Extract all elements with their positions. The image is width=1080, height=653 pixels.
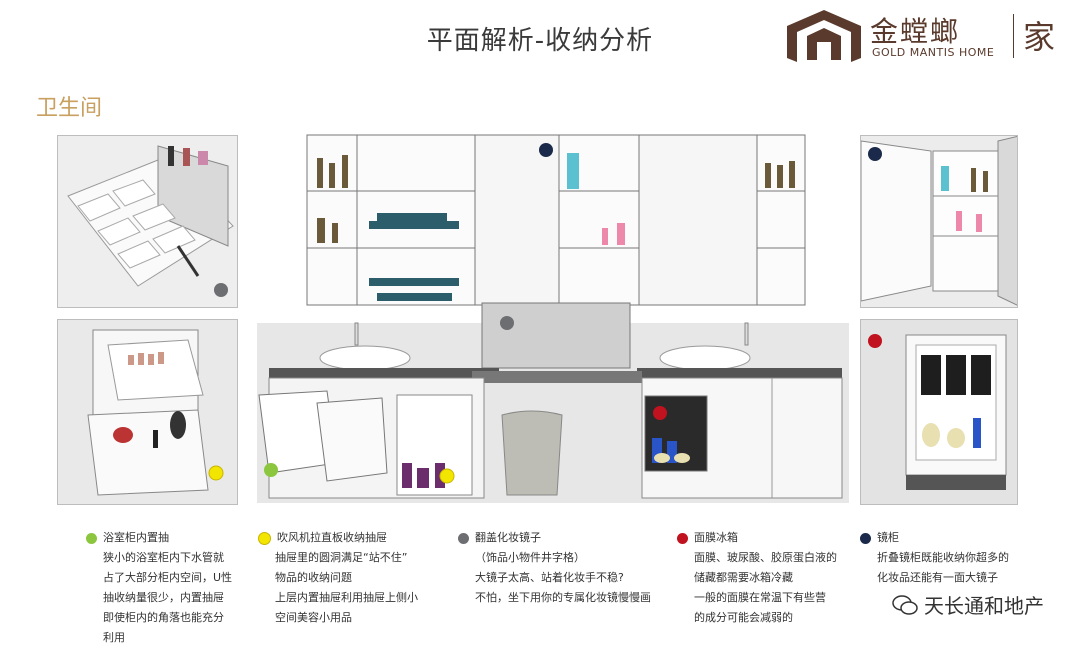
legend-item-hairdryer-drawer: 吹风机拉直板收纳抽屉 抽屉里的圆洞满足“站不住” 物品的收纳问题 上层内置抽屉利… [258,528,458,628]
wechat-icon [892,594,918,615]
legend-body: 狭小的浴室柜内下水管就 占了大部分柜内空间，U性 抽收纳量很少，内置抽屉 即使柜… [103,551,233,644]
watermark: 天长通和地产 [892,590,1044,619]
legend-title: 面膜冰箱 [694,531,738,544]
green-dot-icon [86,532,97,544]
panel-mask-fridge [860,319,1018,505]
brand-house-icon [787,10,861,62]
brand-divider [1013,14,1014,58]
legend-body: 抽屉里的圆洞满足“站不住” 物品的收纳问题 上层内置抽屉利用抽屉上侧小 空间美容… [275,551,418,624]
brand-logo: 金螳螂 GOLD MANTIS HOME 家 [785,6,1080,64]
legend-item-mask-fridge: 面膜冰箱 面膜、玻尿酸、胶原蛋白液的 储藏都需要冰箱冷藏 一般的面膜在常温下有些… [677,528,857,628]
gray-dot-icon [458,532,469,544]
legend-body: 折叠镜柜既能收纳你超多的 化妆品还能有一面大镜子 [877,551,1009,584]
legend-title: 吹风机拉直板收纳抽屉 [277,531,387,544]
brand-name-en: GOLD MANTIS HOME [872,46,995,59]
brand-jia: 家 [1023,18,1056,56]
watermark-text: 天长通和地产 [924,594,1044,618]
legend-body: （饰品小物件井字格） 大镜子太高、站着化妆手不稳? 不怕，坐下用你的专属化妆镜慢… [475,551,651,604]
red-dot-icon [677,532,688,544]
legend-item-mirror-cabinet: 镜柜 折叠镜柜既能收纳你超多的 化妆品还能有一面大镜子 [860,528,1050,588]
section-title: 卫生间 [36,96,103,121]
panel-mirror-cabinet [860,135,1018,308]
legend-title: 翻盖化妆镜子 [475,531,541,544]
navy-dot-icon [860,532,871,544]
bathroom-cabinet-illustration [257,133,849,505]
inner-drawers-illustration [58,320,237,504]
legend-body: 面膜、玻尿酸、胶原蛋白液的 储藏都需要冰箱冷藏 一般的面膜在常温下有些营 的成分… [694,551,837,624]
page-title: 平面解析-收纳分析 [426,26,654,56]
legend-title: 浴室柜内置抽 [103,531,169,544]
yellow-dot-icon [258,531,271,545]
drawer-organizer-illustration [58,136,237,307]
vanity-overview [257,134,849,503]
panel-inner-drawers [57,319,238,505]
mask-fridge-illustration [861,320,1017,504]
legend-item-bathroom-drawer: 浴室柜内置抽 狭小的浴室柜内下水管就 占了大部分柜内空间，U性 抽收纳量很少，内… [86,528,256,648]
legend-title: 镜柜 [877,531,899,544]
brand-name-cn: 金螳螂 [870,15,961,48]
mirror-cabinet-illustration [861,136,1017,307]
panel-drawer-organizer [57,135,238,308]
legend-item-flip-mirror: 翻盖化妆镜子 （饰品小物件井字格） 大镜子太高、站着化妆手不稳? 不怕，坐下用你… [458,528,673,608]
